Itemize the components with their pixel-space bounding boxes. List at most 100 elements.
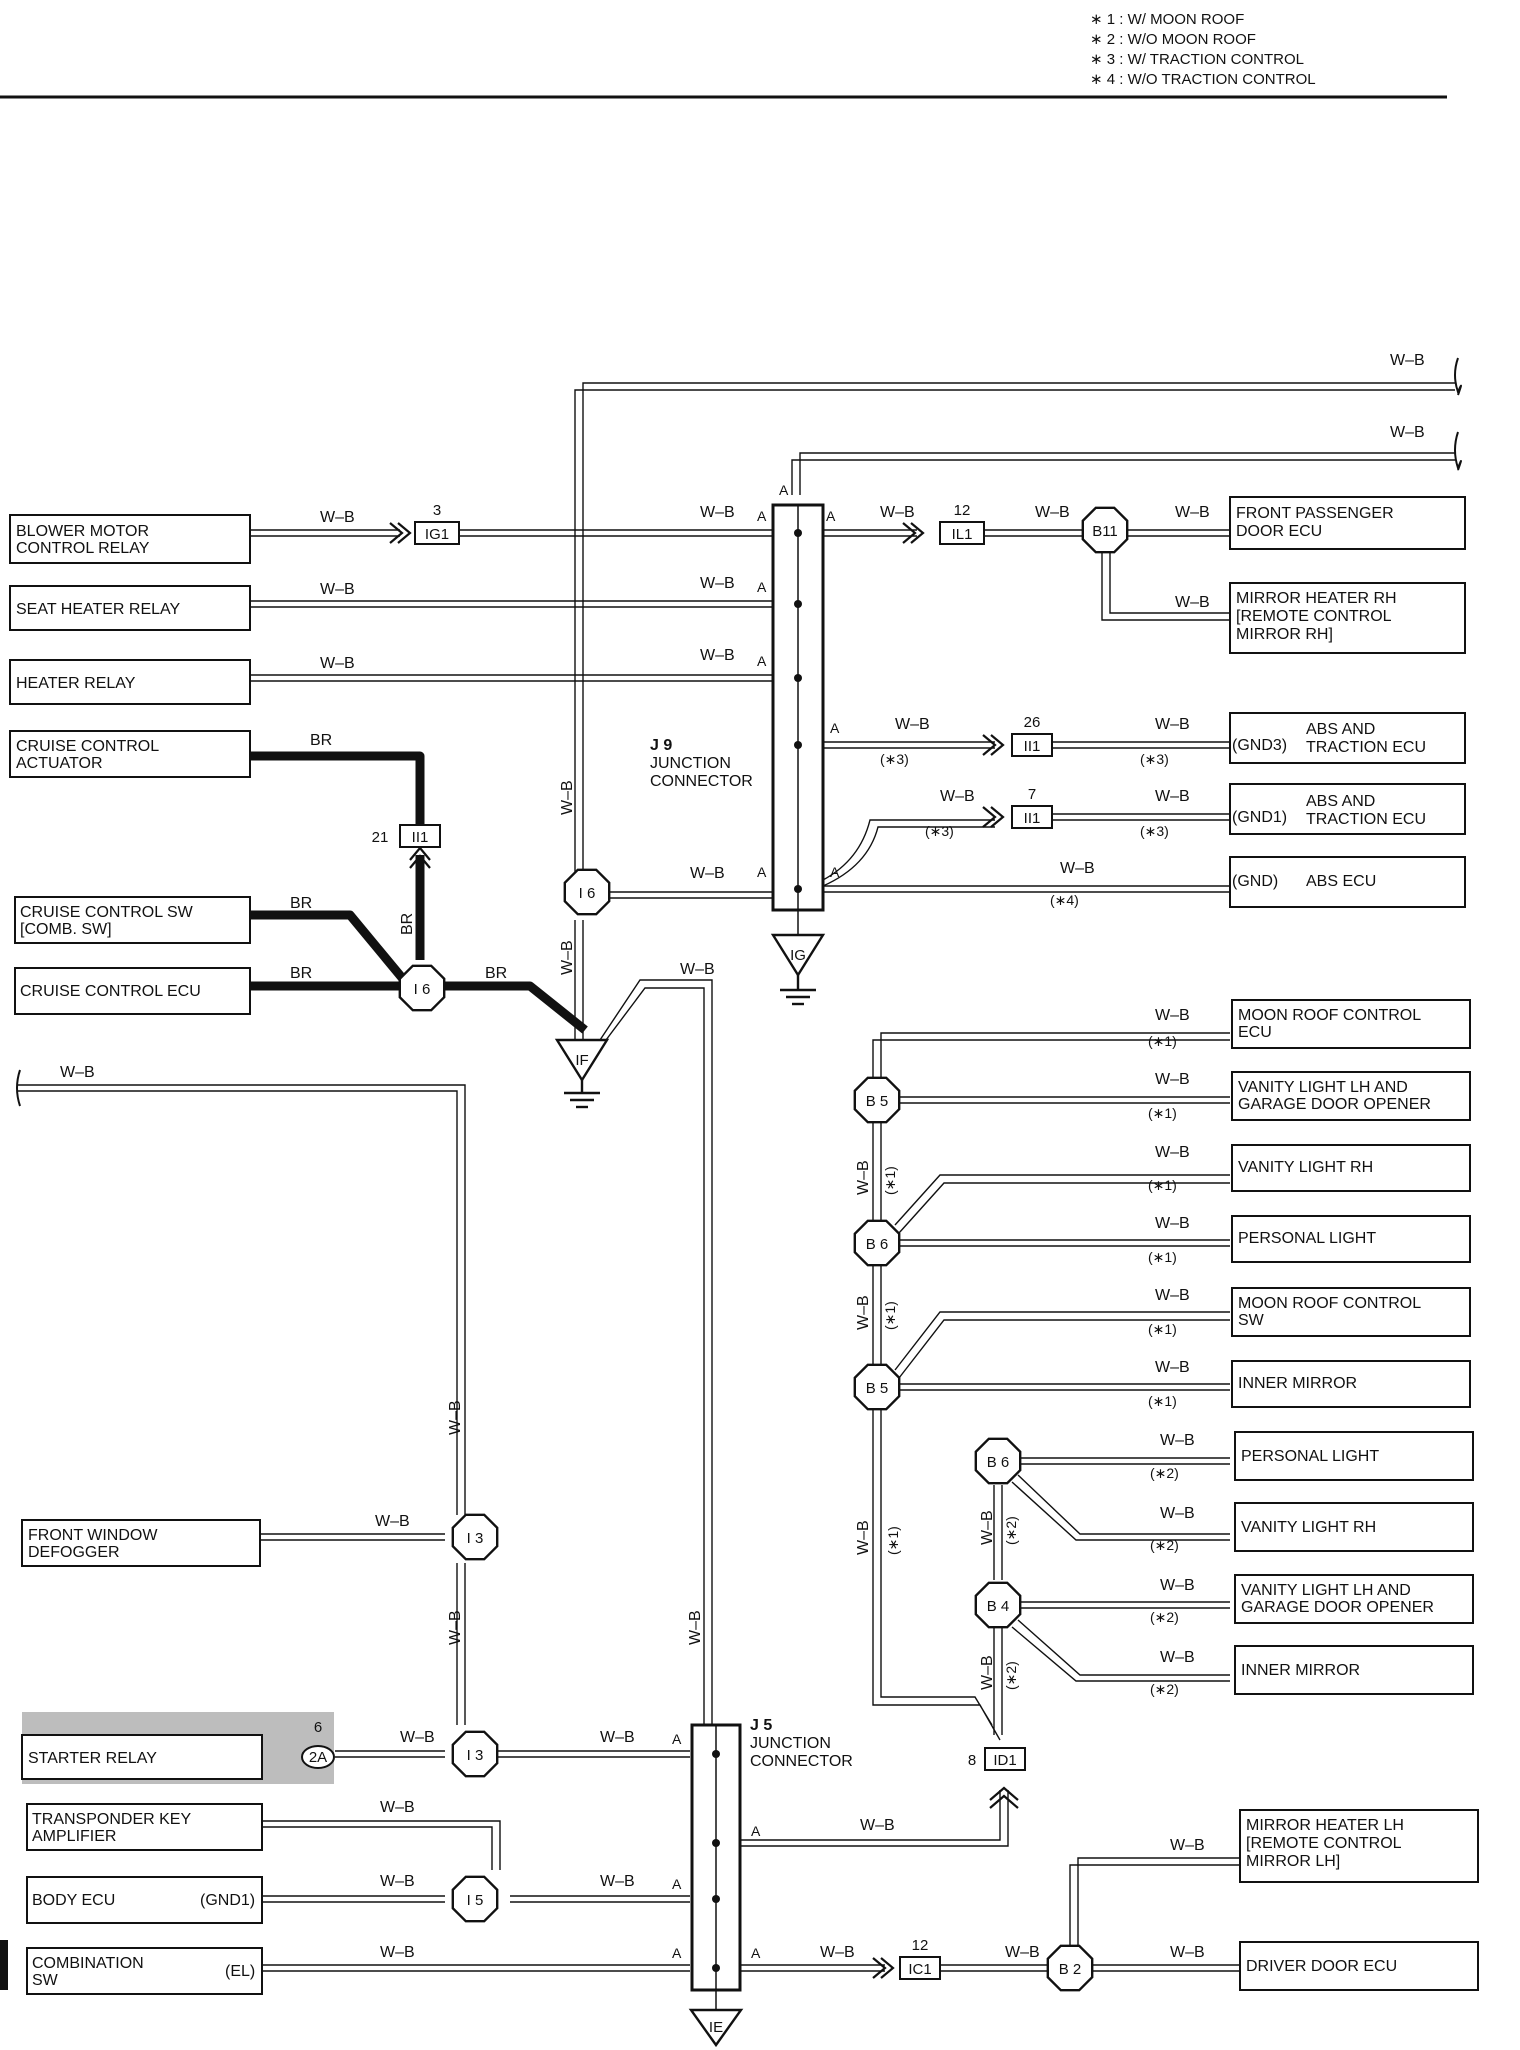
j5-name-1: JUNCTION (750, 1735, 831, 1752)
blower-l2: CONTROL RELAY (16, 540, 150, 557)
splice-b6a: B 6 (853, 1219, 901, 1267)
splice-b11: B11 (1081, 506, 1129, 554)
wire-label-wb-vert-7: W–B (855, 1520, 872, 1555)
box-vanity-rh-2 (1234, 1502, 1474, 1552)
wire-blower (250, 529, 400, 537)
box-mirror-heater-lh (1239, 1809, 1479, 1883)
condition-c1-7: (∗1) (1148, 1177, 1177, 1193)
wire-label-wb-27: W–B (1160, 1649, 1195, 1666)
wire-label-br-1: BR (290, 895, 312, 912)
ccsw-l1: CRUISE CONTROL SW (20, 904, 194, 921)
actuator-l1: CRUISE CONTROL (16, 738, 159, 755)
mrs-l2: SW (1238, 1312, 1265, 1329)
box-inner-mirror-1 (1231, 1360, 1471, 1408)
condition-vert-c1-0: (∗1) (882, 1166, 898, 1195)
wire-b5-moonroof (872, 1032, 1230, 1080)
legend: ∗ 1 : W/ MOON ROOF ∗ 2 : W/O MOON ROOF ∗… (0, 11, 1447, 99)
condition-c1-6: (∗1) (1148, 1105, 1177, 1121)
mre-l1: MOON ROOF CONTROL (1238, 1007, 1421, 1024)
condition-c2-14: (∗2) (1150, 1681, 1179, 1697)
fp-l2: DOOR ECU (1236, 523, 1322, 540)
wire-label-wb-23: W–B (1155, 1359, 1190, 1376)
wire-j5-id1 (740, 1790, 1009, 1847)
wire-j5-ic1 (740, 1964, 885, 1972)
wire-label-br-vert: BR (399, 913, 416, 935)
wire-label-wb-26: W–B (1160, 1577, 1195, 1594)
vlh2-l1: VANITY LIGHT LH AND (1241, 1582, 1411, 1599)
connector-ic1 (899, 1956, 941, 1980)
wires (18, 382, 1455, 1972)
wire-label-wb-30: W–B (600, 1729, 635, 1746)
wire-label-wb-vert-4: W–B (687, 1610, 704, 1645)
comb-pin: (EL) (225, 1963, 255, 1980)
box-cruise-sw (14, 896, 251, 944)
wire-label-wb-9: W–B (700, 575, 735, 592)
pl1: PERSONAL LIGHT (1238, 1230, 1376, 1247)
wire-b6b-b4 (993, 1485, 1003, 1580)
mhr-l1: MIRROR HEATER RH (1236, 590, 1397, 607)
box-vanity-rh-1 (1231, 1144, 1471, 1192)
pin-a-10: A (672, 1876, 682, 1892)
vrh1: VANITY LIGHT RH (1238, 1159, 1373, 1176)
wire-label-wb-16: W–B (1060, 860, 1095, 877)
legend-item-4: ∗ 4 : W/O TRACTION CONTROL (1090, 71, 1316, 88)
splice-i3a-label: I 3 (467, 1530, 484, 1547)
component-boxes (9, 496, 1479, 1995)
wire-label-wb-37: W–B (1170, 1944, 1205, 1961)
wire-label-wb-34: W–B (380, 1944, 415, 1961)
condition-c1-5: (∗1) (1148, 1033, 1177, 1049)
bodyecu: BODY ECU (32, 1892, 115, 1909)
condition-c1-9: (∗1) (1148, 1321, 1177, 1337)
wire-label-wb-15: W–B (1155, 788, 1190, 805)
chevron-il1-icon (902, 522, 925, 544)
box-personal-2 (1234, 1431, 1474, 1481)
wire-label-wb-0: W–B (1390, 352, 1425, 369)
box-starter-relay (21, 1734, 263, 1780)
c2a-label: 2A (309, 1749, 327, 1766)
connector-ig1 (414, 521, 460, 545)
ig1-label: IG1 (425, 526, 449, 543)
wire-label-wb-vert-1: W–B (559, 940, 576, 975)
ground-ie-label: IE (709, 2019, 723, 2036)
wire-comb (262, 1964, 690, 1972)
wire-ii1-26-abs (1045, 741, 1230, 749)
wire-color-labels: W–B W–B W–B W–B W–B W–B W–B W–B W–B W–B W–B W–B W–B W… (60, 352, 1425, 1961)
condition-c1-8: (∗1) (1148, 1249, 1177, 1265)
box-seat-heater (9, 585, 251, 631)
im2: INNER MIRROR (1241, 1662, 1360, 1679)
vlh1-l1: VANITY LIGHT LH AND (1238, 1079, 1408, 1096)
box-cruise-actuator (9, 730, 251, 778)
wire-label-wb-vert-9: W–B (979, 1655, 996, 1690)
ground-ig-label: IG (790, 947, 806, 964)
condition-c2-11: (∗2) (1150, 1465, 1179, 1481)
wire-label-br-0: BR (310, 732, 332, 749)
box-vanity-lh-2 (1234, 1574, 1474, 1624)
defog-l2: DEFOGGER (28, 1544, 120, 1561)
legend-item-2: ∗ 2 : W/O MOON ROOF (1090, 31, 1256, 48)
wire-label-wb-13: W–B (1155, 716, 1190, 733)
heater: HEATER RELAY (16, 675, 136, 692)
wire-defogger (260, 1533, 445, 1541)
wire-label-wb-25: W–B (1160, 1505, 1195, 1522)
ground-if-label: IF (575, 1052, 588, 1069)
wire-top-1 (574, 389, 1455, 895)
wire-b11-mirror (1101, 550, 1230, 621)
wire-label-wb-21: W–B (1155, 1215, 1190, 1232)
ccsw-l2: [COMB. SW] (20, 921, 112, 938)
break-top-2-icon (1454, 431, 1462, 471)
splice-b6b-label: B 6 (987, 1454, 1010, 1471)
wire-ic1-b2 (935, 1964, 1050, 1972)
pin-a-8: A (672, 1731, 682, 1747)
wire-b6b-personal (1020, 1457, 1230, 1465)
chevron-ii1-7-icon (982, 806, 1005, 828)
ground-ig-icon (770, 933, 826, 1006)
wire-b5-id1 (872, 1410, 1001, 1741)
connector-boxes (399, 521, 1053, 1980)
wire-j9-ii1-26 (823, 741, 995, 749)
wire-ig1-j9 (450, 529, 773, 537)
wire-label-wb-19: W–B (1155, 1071, 1190, 1088)
wire-j9-ii1-7 (822, 819, 995, 887)
box-transponder (26, 1803, 263, 1851)
